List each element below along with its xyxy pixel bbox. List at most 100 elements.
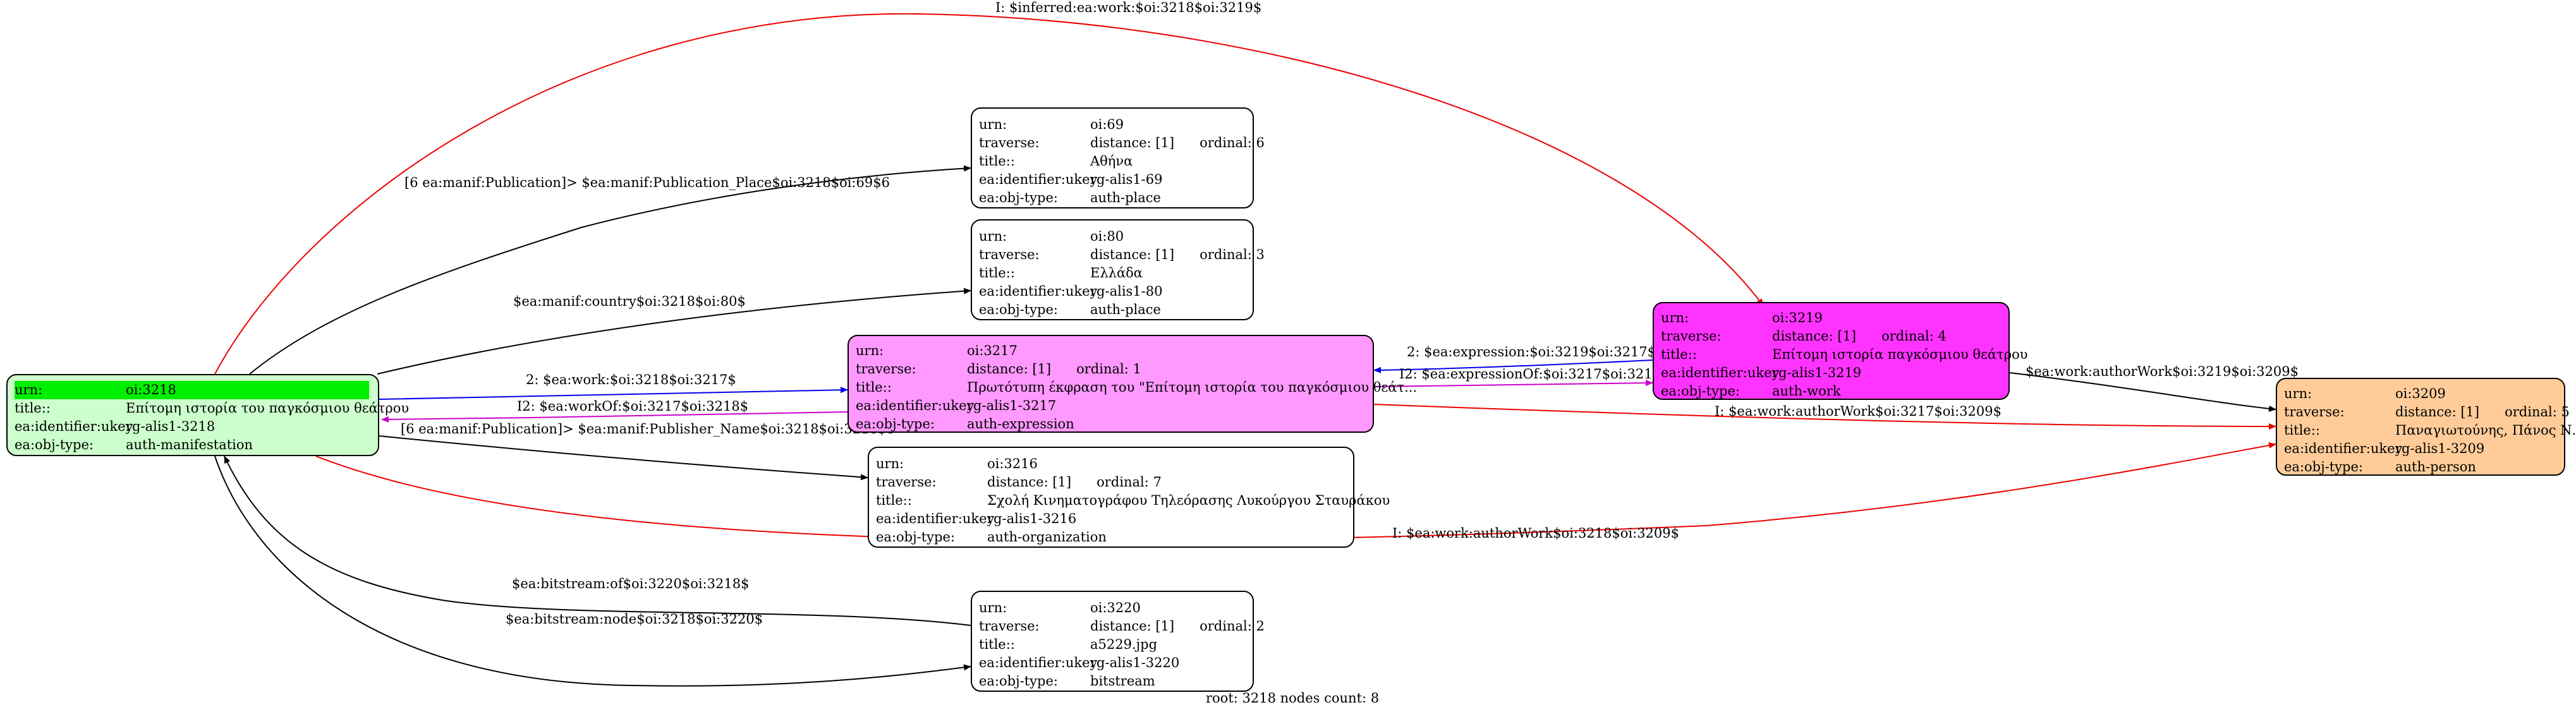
row-key: traverse: bbox=[979, 135, 1040, 150]
node-row-traverse: traverse:distance: [1]ordinal: 4 bbox=[1661, 327, 2000, 346]
row-value: Σχολή Κινηματογράφου Τηλεόρασης Λυκούργο… bbox=[987, 493, 1390, 508]
row-key: ea:identifier:ukey bbox=[979, 284, 1098, 299]
edge-label-inferred-work: I: $inferred:ea:work:$oi:3218$oi:3219$ bbox=[995, 0, 1261, 15]
row-value: rg-alis1-69 bbox=[1090, 172, 1163, 187]
row-key: ea:identifier:ukey bbox=[2284, 441, 2403, 456]
row-key: ea:obj-type: bbox=[979, 302, 1058, 317]
row-value: distance: [1] ordinal: 5 bbox=[2395, 403, 2570, 421]
ordinal-value: ordinal: 7 bbox=[1097, 474, 1162, 490]
node-oi-69[interactable]: urn:oi:69 traverse: distance: [1] ordinal:… bbox=[971, 107, 1265, 208]
node-oi-3220[interactable]: urn:oi:3220 traverse:distance: [1]ordina… bbox=[971, 591, 1265, 692]
node-oi-3209[interactable]: urn: oi:3209 traverse: distance: [1] ordina… bbox=[2276, 378, 2576, 476]
node-row-title: title::Παναγιωτούνης, Πάνος Ν. bbox=[2284, 421, 2576, 440]
ordinal-value: ordinal: 5 bbox=[2505, 404, 2570, 419]
distance-value: distance: [1] bbox=[1090, 618, 1175, 634]
row-value: auth-manifestation bbox=[126, 437, 253, 452]
row-key: title:: bbox=[979, 637, 1015, 652]
row-value: Επίτομη ιστορία του παγκόσμιου θεάτρου bbox=[126, 401, 410, 416]
ordinal-value: ordinal: 4 bbox=[1881, 329, 1947, 344]
row-value: distance: [1] ordinal: 3 bbox=[1090, 246, 1265, 264]
row-key: ea:obj-type: bbox=[15, 437, 94, 452]
row-key: ea:identifier:ukey bbox=[856, 398, 975, 413]
node-row-title: title::Σχολή Κινηματογράφου Τηλεόρασης Λ… bbox=[876, 492, 1390, 510]
row-key: urn: bbox=[1661, 310, 1689, 325]
row-key: title:: bbox=[856, 380, 892, 395]
ordinal-value: ordinal: 3 bbox=[1200, 247, 1265, 262]
row-key: ea:obj-type: bbox=[876, 529, 955, 545]
distance-value: distance: [1] bbox=[1090, 135, 1175, 150]
row-value: auth-work bbox=[1772, 383, 1841, 399]
node-row-traverse: traverse: distance: [1] ordinal: 6 bbox=[979, 134, 1265, 152]
row-value: oi:3219 bbox=[1772, 310, 1823, 325]
row-key: ea:identifier:ukey bbox=[15, 419, 133, 434]
node-row-urn: urn:oi:69 bbox=[979, 116, 1244, 134]
row-value: distance: [1]ordinal: 1 bbox=[967, 360, 1364, 378]
ordinal-value: ordinal: 1 bbox=[1076, 361, 1141, 377]
node-row-urn: urn:oi:3218 bbox=[15, 381, 369, 399]
row-key: title:: bbox=[876, 493, 912, 508]
edge-author-work-3219 bbox=[2009, 372, 2276, 412]
row-value: auth-place bbox=[1090, 302, 1161, 317]
row-key: ea:obj-type: bbox=[979, 190, 1058, 205]
edge-work bbox=[379, 387, 848, 400]
edge-work-of bbox=[381, 411, 848, 423]
row-key: title:: bbox=[2284, 423, 2320, 438]
row-key: traverse: bbox=[2284, 404, 2345, 419]
edge-label-author-work-3218: I: $ea:work:authorWork$oi:3218$oi:3209$ bbox=[1392, 526, 1679, 541]
node-row-urn: urn:oi:3217 bbox=[856, 342, 1364, 360]
row-key: title:: bbox=[979, 154, 1015, 169]
row-value: rg-alis1-3218 bbox=[126, 419, 216, 434]
edge-inferred-work bbox=[214, 13, 1764, 375]
node-row-traverse: traverse: distance: [1] ordinal: 5 bbox=[2284, 403, 2570, 421]
row-key: urn: bbox=[2284, 386, 2312, 401]
edge-bitstream-of bbox=[224, 456, 971, 626]
row-value: distance: [1] ordinal: 6 bbox=[1090, 134, 1265, 152]
row-key: urn: bbox=[979, 229, 1007, 244]
node-row-objtype: ea:obj-type: auth-manifestation bbox=[15, 436, 369, 454]
node-row-objtype: ea:obj-type:auth-organization bbox=[876, 528, 1344, 546]
node-oi-3219[interactable]: urn: oi:3219 traverse:distance: [1]ordina… bbox=[1653, 302, 2027, 401]
node-row-objtype: ea:obj-type:auth-person bbox=[2284, 458, 2555, 476]
row-value: rg-alis1-3217 bbox=[967, 398, 1057, 413]
row-key: ea:identifier:ukey bbox=[1661, 365, 1780, 380]
row-key: traverse: bbox=[856, 361, 916, 377]
row-key: title:: bbox=[1661, 347, 1697, 362]
row-key: urn: bbox=[876, 456, 904, 471]
node-oi-3217[interactable]: urn:oi:3217 traverse: distance: [1]ordina… bbox=[848, 335, 1417, 433]
edge-country bbox=[377, 287, 971, 375]
row-key: title:: bbox=[979, 265, 1015, 281]
node-row-urn: urn:oi:80 bbox=[979, 227, 1244, 246]
row-key: ea:identifier:ukey bbox=[876, 511, 995, 526]
node-oi-3216[interactable]: urn:oi:3216 traverse:distance: [1]ordina… bbox=[868, 447, 1390, 548]
distance-value: distance: [1] bbox=[1090, 247, 1175, 262]
distance-value: distance: [1] bbox=[2395, 404, 2480, 419]
row-value: rg-alis1-3216 bbox=[987, 511, 1077, 526]
edge-expression bbox=[1373, 359, 1653, 373]
row-value: Παναγιωτούνης, Πάνος Ν. bbox=[2395, 423, 2576, 438]
edge-label-author-work-3219: $ea:work:authorWork$oi:3219$oi:3209$ bbox=[2026, 364, 2299, 379]
node-row-objtype: ea:obj-type:auth-work bbox=[1661, 382, 2000, 401]
node-row-title: title::Ελλάδα bbox=[979, 264, 1244, 282]
node-oi-3218[interactable]: urn:oi:3218 title::Επίτομη ιστορία του π… bbox=[6, 374, 409, 456]
node-row-traverse: traverse: distance: [1]ordinal: 1 bbox=[856, 360, 1364, 378]
node-oi-80[interactable]: urn:oi:80 traverse:distance: [1]ordinal:… bbox=[971, 219, 1265, 320]
row-value: oi:3209 bbox=[2395, 386, 2446, 401]
edge-bitstream-node bbox=[214, 456, 971, 687]
ordinal-value: ordinal: 6 bbox=[1200, 135, 1265, 150]
row-value: oi:69 bbox=[1090, 117, 1124, 132]
node-row-urn: urn: oi:3216 bbox=[876, 455, 1344, 473]
edge-label-work-of: I2: $ea:workOf:$oi:3217$oi:3218$ bbox=[517, 399, 748, 414]
node-row-title: title::Επίτομη ιστορία του παγκόσμιου θε… bbox=[15, 399, 409, 418]
row-key: ea:obj-type: bbox=[979, 673, 1058, 689]
edge-label-work: 2: $ea:work:$oi:3218$oi:3217$ bbox=[526, 372, 736, 387]
row-value: oi:3220 bbox=[1090, 600, 1141, 615]
row-value: oi:3216 bbox=[987, 456, 1038, 471]
edge-label-publication-place: [6 ea:manif:Publication]> $ea:manif:Publ… bbox=[404, 175, 890, 190]
